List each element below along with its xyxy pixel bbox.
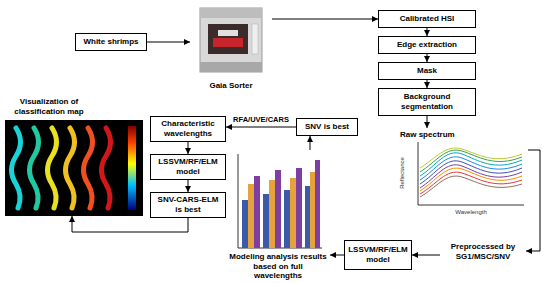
text-wrap: Gaia Sorter (190, 80, 272, 92)
node-text: Edge extraction (382, 40, 472, 50)
node-text: Mask (382, 66, 472, 76)
flow-arrow (310, 136, 311, 150)
text-wrap: Raw spectrum (397, 129, 467, 141)
flow-arrow (412, 255, 440, 256)
process-box: Characteristic wavelengths (150, 116, 226, 142)
result-box: SNV is best (296, 118, 358, 136)
flow-arrow (272, 19, 378, 20)
process-box: Background segmentation (378, 88, 476, 116)
flow-arrow (427, 28, 428, 36)
flow-arrow (427, 80, 428, 88)
text-wrap: SNV is best (297, 121, 357, 133)
classification-map (5, 120, 143, 216)
node-text: Characteristic wavelengths (154, 119, 222, 138)
text-wrap: Preprocessed by SG1/MSC/SNV (440, 241, 526, 262)
process-note: Preprocessed by SG1/MSC/SNV (440, 232, 526, 272)
text-wrap: SNV-CARS-ELM is best (151, 194, 225, 215)
text-wrap: Visualization of classification map (5, 96, 93, 117)
node-text: Preprocessed by SG1/MSC/SNV (443, 242, 523, 261)
node-text: SNV is best (300, 122, 354, 132)
process-box: Edge extraction (378, 36, 476, 54)
flow-arrow (147, 42, 190, 43)
axis-label: Reflectance (399, 157, 405, 189)
flow-arrow (188, 180, 189, 192)
raw-spectrum-chart (418, 142, 524, 205)
text-wrap: White shrimps (76, 36, 146, 48)
model-box: LSSVM/RF/ELM model (150, 154, 226, 180)
text-wrap: LSSVM/RF/ELM model (151, 156, 225, 177)
node-text: LSSVM/RF/ELM model (348, 245, 408, 264)
edge-label: RFA/UVE/CARS (232, 115, 290, 124)
bar-chart-figure: Modeling analysis results based on full … (226, 150, 330, 281)
result-map-figure: Visualization of classification map (5, 96, 143, 216)
flow-arrow (427, 54, 428, 62)
node-text: Visualization of classification map (8, 97, 90, 116)
process-box: Calibrated HSI (378, 10, 476, 28)
result-box: SNV-CARS-ELM is best (150, 192, 226, 218)
text-wrap: Modeling analysis results based on full … (226, 251, 330, 282)
flow-arrow (330, 255, 344, 256)
node-text: LSSVM/RF/ELM model (154, 157, 222, 176)
input-box: White shrimps (75, 33, 147, 51)
node-text: White shrimps (79, 37, 143, 47)
node-text: Background segmentation (382, 92, 472, 111)
text-wrap: Edge extraction (379, 39, 475, 51)
instrument-figure: Gaia Sorter (190, 6, 272, 92)
gaia-sorter-picture (200, 8, 262, 72)
flow-arrow (72, 216, 188, 232)
text-wrap: Background segmentation (379, 91, 475, 112)
flow-arrow (188, 142, 189, 154)
text-wrap: Mask (379, 65, 475, 77)
node-text: Gaia Sorter (193, 81, 269, 91)
text-wrap: LSSVM/RF/ELM model (345, 244, 411, 265)
model-box: LSSVM/RF/ELM model (344, 240, 412, 270)
text-wrap: Calibrated HSI (379, 13, 475, 25)
flow-arrow (427, 116, 428, 128)
node-text: SNV-CARS-ELM is best (154, 195, 222, 214)
flow-arrow (526, 150, 540, 251)
process-box: Mask (378, 62, 476, 80)
axis-label: Wavelength (455, 209, 486, 215)
flow-arrow (226, 127, 296, 128)
accuracy-bar-chart (238, 154, 322, 248)
text-wrap: Characteristic wavelengths (151, 118, 225, 139)
node-text: Modeling analysis results based on full … (229, 252, 327, 281)
node-text: Calibrated HSI (382, 14, 472, 24)
node-text: Raw spectrum (400, 130, 464, 140)
